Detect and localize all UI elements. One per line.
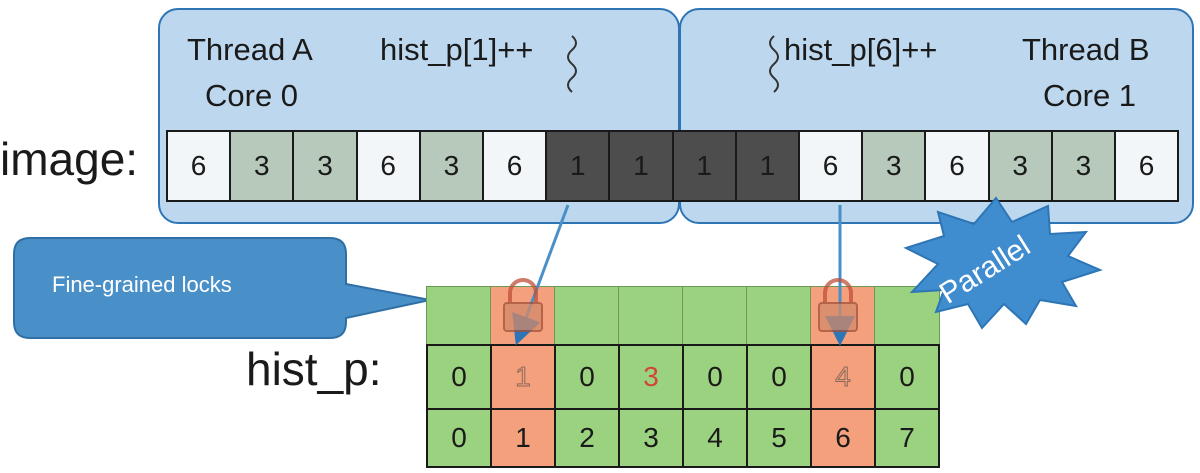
hist-label: hist_p: [246,343,382,395]
core-0-label: Core 0 [205,78,299,113]
image-cell: 1 [608,130,674,202]
lock-slot [426,286,492,346]
image-cell: 3 [418,130,484,202]
lock-slot [874,286,940,346]
image-cell: 3 [861,130,927,202]
lock-slot [554,286,620,346]
image-cell: 3 [229,130,295,202]
image-cell: 6 [798,130,864,202]
thread-b-op: hist_p[6]++ [784,32,938,67]
image-cell: 3 [987,130,1053,202]
parallel-burst [903,196,1103,330]
thread-a-op: hist_p[1]++ [380,32,534,67]
hist-index-cell: 5 [746,408,812,468]
callout-text: Fine-grained locks [52,272,232,297]
hist-count-cell: 3 [618,344,684,410]
image-cell: 6 [166,130,232,202]
hist-index-cell: 7 [874,408,940,468]
hist-index-cell: 6 [810,408,876,468]
thread-b-label: Thread B [1022,32,1150,67]
image-cell: 6 [924,130,990,202]
image-cell: 6 [355,130,421,202]
thread-b-squiggle [769,35,779,93]
hist-index-cell: 3 [618,408,684,468]
lock-slot [682,286,748,346]
lock-icon [818,278,858,332]
image-label: image: [0,133,139,185]
thread-a-squiggle [567,35,577,93]
hist-count-cell: 0 [426,344,492,410]
hist-index-cell: 0 [426,408,492,468]
image-cell: 6 [1114,130,1180,202]
image-cell: 1 [671,130,737,202]
hist-count-cell: 0 [746,344,812,410]
image-cell: 1 [545,130,611,202]
thread-a-label: Thread A [187,32,313,67]
image-cell: 3 [292,130,358,202]
image-cell: 1 [734,130,800,202]
core-1-label: Core 1 [1043,78,1137,113]
hist-index-cell: 1 [490,408,556,468]
lock-icon [503,278,543,332]
hist-index-cell: 2 [554,408,620,468]
